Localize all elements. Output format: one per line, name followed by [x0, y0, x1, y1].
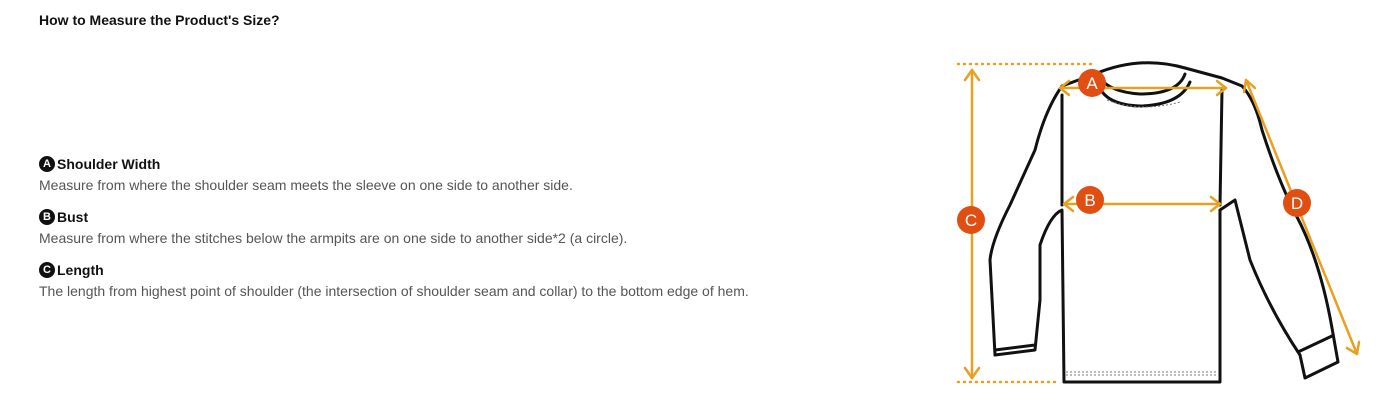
circle-b-icon: B	[39, 209, 55, 225]
svg-text:C: C	[965, 211, 977, 230]
marker-d-icon: D	[1283, 189, 1311, 217]
measurement-description: The length from highest point of shoulde…	[39, 283, 749, 299]
stitching-lines	[1066, 99, 1216, 376]
measurement-label: Shoulder Width	[57, 156, 161, 172]
measurement-label: Length	[57, 262, 104, 278]
measurement-item-shoulder: A Shoulder Width Measure from where the …	[39, 155, 899, 194]
measurement-heading: C Length	[39, 261, 899, 279]
measurement-label: Bust	[57, 209, 89, 225]
measurement-list: A Shoulder Width Measure from where the …	[39, 155, 899, 314]
measurement-heading: A Shoulder Width	[39, 155, 899, 173]
circle-a-icon: A	[39, 156, 55, 172]
measurement-heading: B Bust	[39, 208, 899, 226]
sweater-outline	[988, 61, 1340, 384]
measurement-description: Measure from where the shoulder seam mee…	[39, 177, 573, 193]
page-title: How to Measure the Product's Size?	[39, 12, 280, 28]
marker-a-icon: A	[1078, 69, 1106, 97]
measurement-description: Measure from where the stitches below th…	[39, 230, 628, 246]
measurement-item-bust: B Bust Measure from where the stitches b…	[39, 208, 899, 247]
sweater-measurement-diagram: A B C D	[956, 61, 1361, 384]
dotted-guides	[956, 62, 1097, 384]
marker-b-icon: B	[1076, 186, 1104, 214]
measurement-item-length: C Length The length from highest point o…	[39, 261, 899, 300]
marker-c-icon: C	[957, 206, 985, 234]
svg-text:D: D	[1291, 194, 1303, 213]
svg-text:A: A	[1086, 74, 1098, 93]
svg-text:B: B	[1084, 191, 1095, 210]
circle-c-icon: C	[39, 262, 55, 278]
